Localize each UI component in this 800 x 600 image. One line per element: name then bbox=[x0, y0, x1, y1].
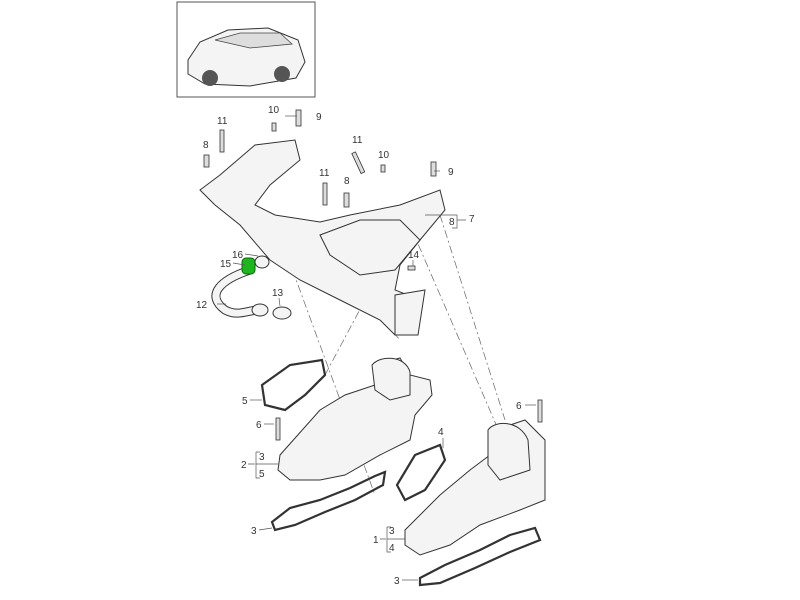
callout[interactable]: 10 bbox=[268, 105, 280, 116]
gasket-4[interactable] bbox=[395, 443, 447, 502]
assembly-line bbox=[439, 214, 506, 421]
nut bbox=[380, 164, 386, 173]
callout[interactable]: 5 bbox=[259, 469, 265, 480]
vehicle-thumbnail[interactable] bbox=[176, 1, 316, 98]
exhaust-crossover-pipe[interactable] bbox=[199, 139, 446, 336]
bolt bbox=[219, 129, 225, 153]
pipe-flange bbox=[251, 303, 269, 317]
gasket-13[interactable] bbox=[272, 306, 292, 320]
callout[interactable]: 8 bbox=[344, 176, 350, 187]
callout[interactable]: 12 bbox=[196, 300, 208, 311]
callout[interactable]: 9 bbox=[316, 112, 322, 123]
callout[interactable]: 15 bbox=[220, 259, 232, 270]
stud bbox=[343, 192, 350, 208]
bolt bbox=[351, 151, 366, 175]
callout[interactable]: 11 bbox=[217, 116, 228, 127]
gasket-5[interactable] bbox=[260, 358, 327, 412]
callout[interactable]: 10 bbox=[378, 150, 390, 161]
stud bbox=[295, 109, 302, 127]
callout[interactable]: 11 bbox=[352, 135, 363, 146]
stud bbox=[203, 154, 210, 168]
callout[interactable]: 16 bbox=[232, 250, 244, 261]
stud bbox=[430, 161, 437, 177]
callout[interactable]: 3 bbox=[394, 576, 400, 587]
nut bbox=[271, 122, 277, 132]
callout[interactable]: 11 bbox=[319, 168, 330, 179]
callout[interactable]: 1 bbox=[373, 535, 379, 546]
bolt bbox=[322, 182, 328, 206]
callout[interactable]: 6 bbox=[516, 401, 522, 412]
callout[interactable]: 9 bbox=[448, 167, 454, 178]
screw bbox=[407, 265, 416, 271]
callout[interactable]: 4 bbox=[438, 427, 444, 438]
intake-manifold-1[interactable] bbox=[404, 419, 546, 556]
clamp-16[interactable] bbox=[254, 255, 270, 269]
callout[interactable]: 2 bbox=[241, 460, 247, 471]
callout-labels: 10 9 11 8 11 10 9 11 8 8 7 16 15 14 13 1… bbox=[196, 105, 522, 587]
callout[interactable]: 3 bbox=[259, 452, 265, 463]
callout[interactable]: 13 bbox=[272, 288, 284, 299]
seal-ring-15-highlighted[interactable] bbox=[241, 257, 256, 275]
bolt-6-right bbox=[537, 399, 543, 423]
callout[interactable]: 5 bbox=[242, 396, 248, 407]
callout[interactable]: 3 bbox=[251, 526, 257, 537]
callout[interactable]: 8 bbox=[203, 140, 209, 151]
bolt-6-left bbox=[275, 417, 281, 441]
callout[interactable]: 3 bbox=[389, 526, 395, 537]
callout[interactable]: 8 bbox=[449, 217, 455, 228]
callout[interactable]: 7 bbox=[469, 214, 475, 225]
callout[interactable]: 14 bbox=[408, 250, 420, 261]
callout[interactable]: 4 bbox=[389, 543, 395, 554]
callout[interactable]: 6 bbox=[256, 420, 262, 431]
intake-gasket-3-right[interactable] bbox=[418, 526, 542, 587]
intake-gasket-3-left[interactable] bbox=[270, 470, 387, 532]
intake-manifold-2[interactable] bbox=[277, 357, 433, 481]
